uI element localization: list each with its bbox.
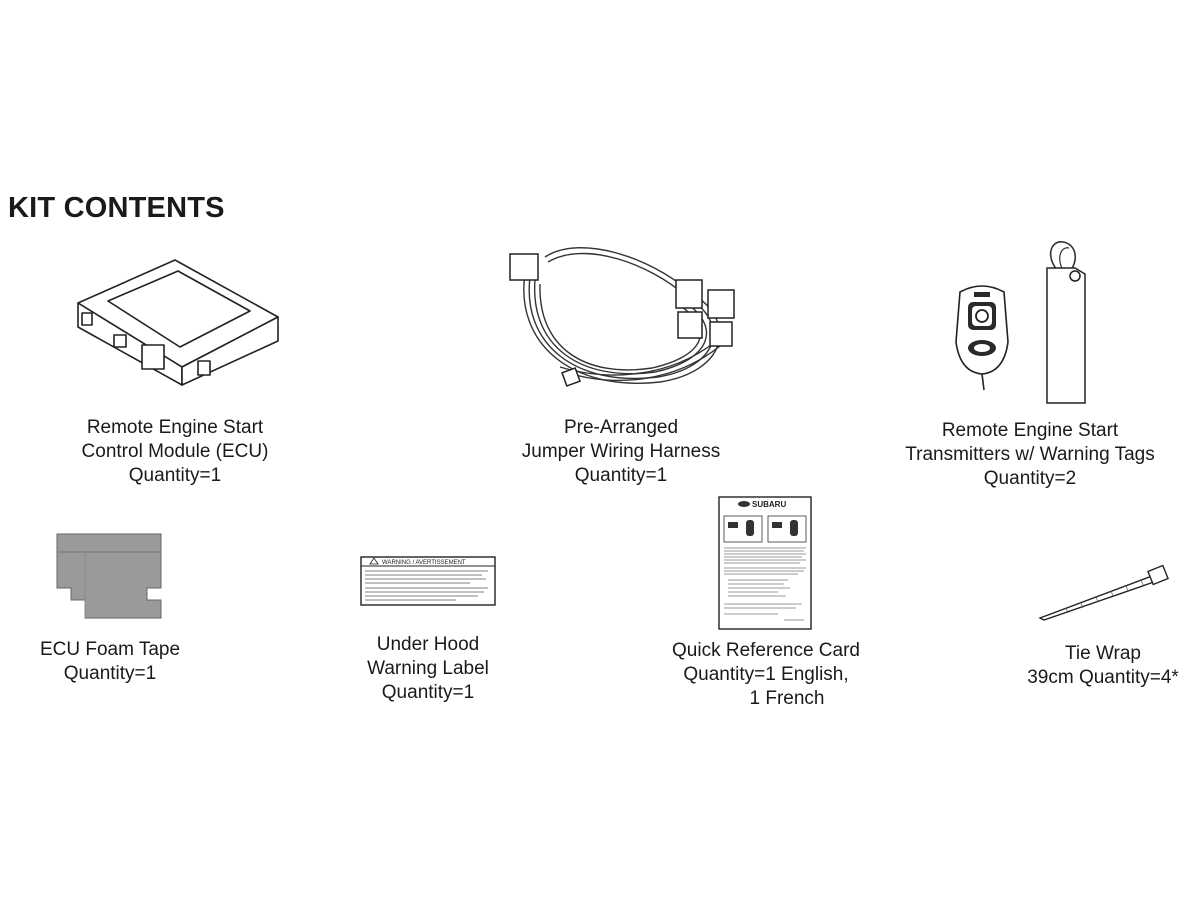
key-fob-image (950, 282, 1015, 394)
item-reference-card: Quick Reference Card Quantity=1 English,… (650, 639, 882, 711)
warning-label-image: WARNING / AVERTISSEMENT (360, 556, 496, 606)
caption-line: Under Hood (376, 634, 480, 655)
wiring-harness-image (500, 232, 745, 402)
caption-line: Quantity=1 (128, 465, 222, 486)
card-brand-text: SUBARU (752, 500, 786, 509)
caption-line: Warning Label (367, 658, 489, 679)
item-tie-wrap: Tie Wrap 39cm Quantity=4* (1012, 642, 1194, 690)
caption-line: 1 French (749, 688, 825, 709)
item-warning-label: Under Hood Warning Label Quantity=1 (333, 633, 523, 705)
caption-line: Quantity=2 (983, 468, 1077, 489)
caption-line: ECU Foam Tape (39, 639, 181, 660)
tie-wrap-image (1036, 560, 1176, 622)
caption-line: Jumper Wiring Harness (521, 441, 721, 462)
ecu-module-image (70, 255, 285, 390)
caption-line: Pre-Arranged (563, 417, 679, 438)
reference-card-image: SUBARU (718, 496, 812, 630)
caption-line: Tie Wrap (1064, 643, 1142, 664)
caption-line: Quantity=1 (63, 663, 157, 684)
foam-tape-image (55, 532, 165, 622)
caption-line: Quantity=1 (574, 465, 668, 486)
warning-tag-image (1035, 238, 1105, 408)
caption-line: Remote Engine Start (86, 417, 264, 438)
caption-line: Remote Engine Start (941, 420, 1119, 441)
item-wiring-harness: Pre-Arranged Jumper Wiring Harness Quant… (480, 416, 762, 488)
caption-line: Quantity=1 English, (683, 664, 849, 685)
item-transmitters: Remote Engine Start Transmitters w/ Warn… (880, 419, 1180, 491)
label-header-text: WARNING / AVERTISSEMENT (382, 560, 466, 566)
caption-line: Quick Reference Card (672, 640, 860, 661)
item-foam-tape: ECU Foam Tape Quantity=1 (20, 638, 200, 686)
caption-line: Quantity=1 (381, 682, 475, 703)
caption-line: Control Module (ECU) (81, 441, 269, 462)
page-title: KIT CONTENTS (8, 192, 225, 224)
caption-line: Transmitters w/ Warning Tags (905, 444, 1155, 465)
item-ecu-module: Remote Engine Start Control Module (ECU)… (35, 416, 315, 488)
caption-line: 39cm Quantity=4* (1027, 667, 1179, 688)
